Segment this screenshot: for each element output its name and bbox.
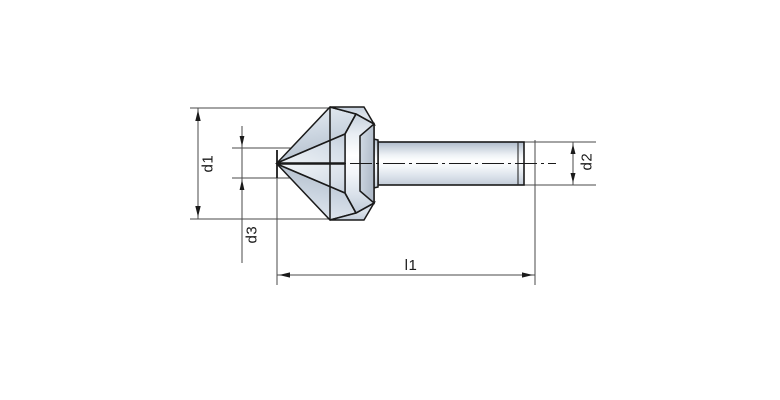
l1-arrow-left [279, 272, 290, 278]
flute-edge-upper-right [344, 113, 357, 135]
d2-arrow-bottom [570, 173, 576, 183]
dimension-label-d1: d1 [199, 154, 217, 173]
l1-arrow-right [522, 272, 533, 278]
flute-edge-lower-right [344, 192, 357, 214]
dimension-lines-group [190, 107, 596, 285]
d1-arrow-top [195, 110, 201, 121]
d2-arrow-top [570, 144, 576, 154]
dimension-label-l1: l1 [404, 257, 418, 274]
flute-edge-lower-left [276, 163, 346, 194]
d3-arrow-bottom [239, 179, 245, 190]
head-vertical-edge-top [355, 113, 375, 125]
dimension-arrowheads-group [195, 110, 576, 278]
head-flute-edges [276, 107, 375, 220]
dimension-label-d3: d3 [243, 225, 261, 244]
d3-arrow-top [239, 136, 245, 147]
dimension-label-d2: d2 [578, 152, 596, 171]
head-vertical-edge-bottom [355, 202, 375, 214]
flute-edge-upper-left [276, 133, 346, 164]
d1-arrow-bottom [195, 206, 201, 217]
